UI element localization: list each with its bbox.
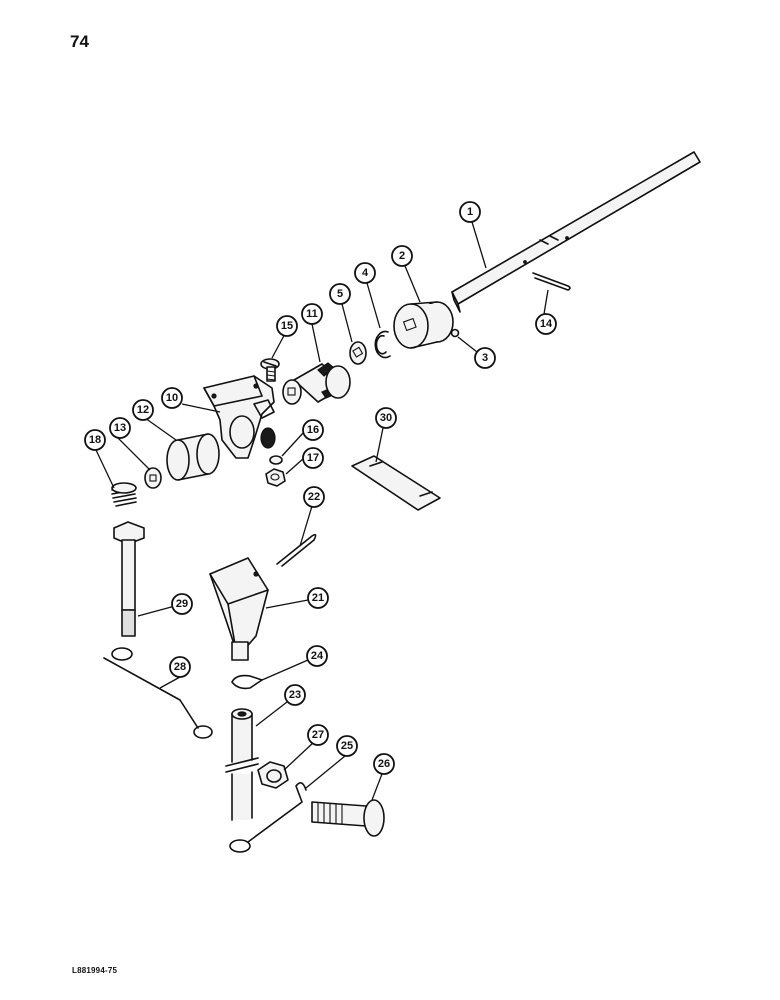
part-cotter-pin-22 (276, 533, 317, 567)
part-bushing-12 (166, 433, 220, 481)
callout-2: 2 (391, 245, 413, 267)
svg-text:28: 28 (174, 661, 186, 673)
part-torsion-spring-28 (103, 647, 213, 739)
callout-3: 3 (474, 347, 496, 369)
svg-text:1: 1 (467, 206, 473, 218)
callout-4: 4 (354, 262, 376, 284)
part-set-screw-3 (450, 328, 460, 338)
callout-17: 17 (302, 447, 324, 469)
svg-text:27: 27 (312, 729, 324, 741)
part-collar (393, 301, 454, 349)
svg-text:2: 2 (399, 250, 405, 262)
svg-text:15: 15 (281, 320, 293, 332)
svg-text:4: 4 (362, 267, 369, 279)
svg-text:23: 23 (289, 689, 301, 701)
callout-13: 13 (109, 417, 131, 439)
svg-text:13: 13 (114, 422, 126, 434)
callout-24: 24 (306, 645, 328, 667)
svg-text:24: 24 (311, 650, 324, 662)
part-spring-25 (229, 782, 307, 853)
svg-text:17: 17 (307, 452, 319, 464)
part-socket-21 (209, 557, 269, 661)
page-number: 74 (70, 32, 89, 51)
callout-15: 15 (276, 315, 298, 337)
part-pinion-11 (282, 362, 351, 405)
svg-text:5: 5 (337, 288, 343, 300)
callout-11: 11 (301, 303, 323, 325)
callout-29: 29 (171, 593, 193, 615)
part-shaft (451, 151, 701, 313)
part-cotter-pin-14 (532, 272, 571, 291)
part-nut-17 (265, 468, 286, 487)
svg-text:26: 26 (378, 758, 390, 770)
svg-text:25: 25 (341, 740, 353, 752)
callout-22: 22 (303, 486, 325, 508)
part-washer-13 (144, 467, 162, 489)
callout-28: 28 (169, 656, 191, 678)
callout-18: 18 (84, 429, 106, 451)
svg-text:22: 22 (308, 491, 320, 503)
callout-27: 27 (307, 724, 329, 746)
svg-text:3: 3 (482, 352, 488, 364)
svg-text:30: 30 (380, 412, 392, 424)
part-carriage-bolt-26 (311, 799, 385, 837)
drawing-code: L881994-75 (72, 966, 118, 975)
callout-16: 16 (302, 419, 324, 441)
svg-text:16: 16 (307, 424, 319, 436)
callout-30: 30 (375, 407, 397, 429)
callout-25: 25 (336, 735, 358, 757)
svg-text:29: 29 (176, 598, 188, 610)
svg-text:18: 18 (89, 434, 101, 446)
callout-21: 21 (307, 587, 329, 609)
leader-lines (95, 221, 549, 801)
part-screw-15 (260, 358, 280, 382)
part-spring-18 (111, 482, 137, 507)
part-lock-washer-16 (269, 455, 283, 465)
part-clip-24 (231, 674, 263, 690)
svg-text:14: 14 (540, 318, 553, 330)
part-lock-washer-4 (374, 330, 391, 359)
part-bolt-29 (113, 521, 145, 637)
callout-26: 26 (373, 753, 395, 775)
part-bracket-10 (203, 375, 276, 459)
callout-14: 14 (535, 313, 557, 335)
callout-12: 12 (132, 399, 154, 421)
part-pipe-23 (225, 708, 259, 821)
callout-5: 5 (329, 283, 351, 305)
svg-text:12: 12 (137, 404, 149, 416)
part-plate-30 (351, 455, 441, 511)
callout-1: 1 (459, 201, 481, 223)
svg-text:10: 10 (166, 392, 178, 404)
svg-text:11: 11 (306, 308, 318, 320)
callout-23: 23 (284, 684, 306, 706)
part-nut-27 (257, 761, 289, 789)
callout-10: 10 (161, 387, 183, 409)
svg-text:21: 21 (312, 592, 324, 604)
part-washer-5 (349, 341, 367, 365)
